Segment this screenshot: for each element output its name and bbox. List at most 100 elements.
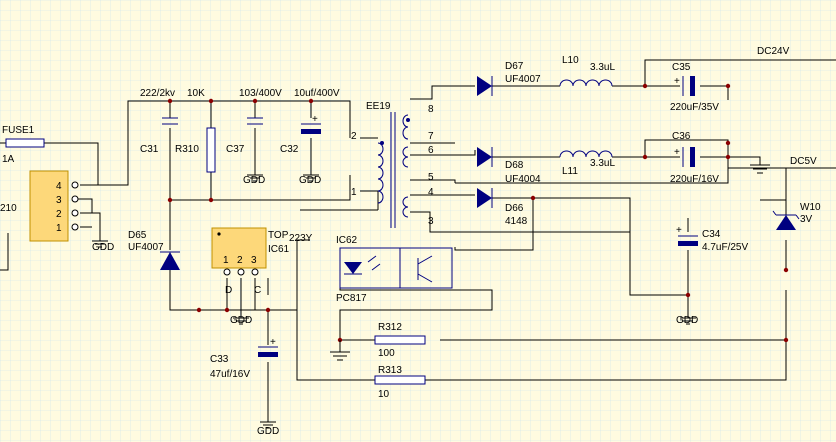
svg-text:GDD: GDD bbox=[243, 175, 265, 186]
c32-label: C32 bbox=[280, 144, 299, 155]
ground-c37: GDD bbox=[243, 174, 265, 186]
svg-text:5: 5 bbox=[428, 172, 434, 183]
c33-value: 47uf/16V bbox=[210, 369, 250, 380]
r313-label: R313 bbox=[378, 365, 402, 376]
c32-value: 10uf/400V bbox=[294, 88, 340, 99]
svg-text:GDD: GDD bbox=[92, 242, 114, 253]
ground-c32: GDD bbox=[299, 174, 321, 186]
d68-value: UF4004 bbox=[505, 174, 541, 185]
d66-label: D66 bbox=[505, 203, 524, 214]
r312-value: 100 bbox=[378, 348, 395, 359]
c36-label: C36 bbox=[672, 131, 691, 142]
c31-capacitor bbox=[162, 117, 178, 125]
svg-text:6: 6 bbox=[428, 145, 434, 156]
fuse-label: FUSE1 bbox=[2, 125, 35, 136]
pin-c-label: C bbox=[254, 285, 261, 296]
d67-value: UF4007 bbox=[505, 74, 541, 85]
c37-label: C37 bbox=[226, 144, 245, 155]
svg-text:GDD: GDD bbox=[257, 426, 279, 437]
r310-label: R310 bbox=[175, 144, 199, 155]
c35-capacitor: + bbox=[674, 76, 695, 96]
ground-ic61: GDD bbox=[230, 315, 252, 326]
svg-text:2: 2 bbox=[237, 255, 243, 266]
connector-pins: 4 3 2 1 bbox=[56, 181, 79, 234]
l11-inductor bbox=[559, 150, 613, 158]
d65-diode bbox=[160, 251, 180, 270]
d67-diode bbox=[477, 76, 493, 96]
svg-text:GDD: GDD bbox=[230, 315, 252, 326]
c31-label: C31 bbox=[140, 144, 159, 155]
d67-label: D67 bbox=[505, 61, 524, 72]
wires bbox=[0, 59, 836, 422]
d65-label: D65 bbox=[128, 230, 147, 241]
d66-value: 4148 bbox=[505, 216, 528, 227]
svg-text:+: + bbox=[676, 225, 682, 236]
svg-text:8: 8 bbox=[428, 104, 434, 115]
c35-value: 220uF/35V bbox=[670, 102, 719, 113]
ic61-top: TOP bbox=[268, 230, 289, 241]
c37-value: 103/400V bbox=[239, 88, 282, 99]
svg-text:2: 2 bbox=[351, 131, 357, 142]
fuse-symbol bbox=[5, 138, 45, 148]
c36-capacitor: + bbox=[674, 147, 695, 167]
l11-value: 3.3uL bbox=[590, 158, 615, 169]
c35-label: C35 bbox=[672, 62, 691, 73]
ground-r312 bbox=[330, 340, 350, 361]
c34-label: C34 bbox=[702, 229, 721, 240]
r310-value: 10K bbox=[187, 88, 205, 99]
ic62-pc817: IC62 PC817 bbox=[336, 235, 453, 304]
svg-text:+: + bbox=[674, 76, 680, 87]
svg-text:IC62: IC62 bbox=[336, 235, 358, 246]
l11-label: L11 bbox=[562, 166, 578, 177]
dc24v-label: DC24V bbox=[757, 46, 790, 57]
junctions bbox=[167, 83, 789, 343]
w10-value: 3V bbox=[800, 214, 813, 225]
c36-value: 220uF/16V bbox=[670, 174, 719, 185]
d65-value: UF4007 bbox=[128, 242, 164, 253]
svg-text:+: + bbox=[674, 147, 680, 158]
pin-d-label: D bbox=[225, 285, 232, 296]
svg-text:EE19: EE19 bbox=[366, 101, 391, 112]
svg-text:4: 4 bbox=[56, 181, 62, 192]
d68-diode bbox=[477, 147, 493, 167]
d66-diode bbox=[477, 188, 493, 208]
svg-text:+: + bbox=[270, 337, 276, 348]
l10-value: 3.3uL bbox=[590, 62, 615, 73]
input-connector bbox=[29, 170, 69, 242]
c32-capacitor: + bbox=[301, 114, 321, 134]
r312-label: R312 bbox=[378, 322, 402, 333]
ground-c33: GDD bbox=[257, 421, 279, 437]
connector-ref: 210 bbox=[0, 203, 17, 214]
r313-resistor bbox=[374, 375, 426, 385]
svg-text:PC817: PC817 bbox=[336, 293, 367, 304]
svg-text:1: 1 bbox=[223, 255, 229, 266]
ground-connector: GDD bbox=[92, 240, 114, 253]
svg-text:GDD: GDD bbox=[676, 315, 698, 326]
svg-text:3: 3 bbox=[251, 255, 257, 266]
transformer-ee19: EE19 8 7 6 5 4 3 2 1 bbox=[351, 101, 434, 228]
ic61-pins: 1 2 3 bbox=[217, 232, 259, 276]
svg-text:GDD: GDD bbox=[299, 175, 321, 186]
ground-c34: GDD bbox=[676, 315, 698, 326]
dc5v-label: DC5V bbox=[790, 156, 817, 167]
l10-inductor bbox=[559, 79, 613, 87]
w10-zener bbox=[772, 210, 800, 230]
l10-label: L10 bbox=[562, 55, 579, 66]
d68-label: D68 bbox=[505, 160, 524, 171]
w10-label: W10 bbox=[800, 202, 821, 213]
c34-value: 4.7uF/25V bbox=[702, 242, 748, 253]
svg-text:3: 3 bbox=[428, 216, 434, 227]
r310-resistor bbox=[206, 127, 216, 173]
svg-text:1: 1 bbox=[351, 187, 357, 198]
c33-label: C33 bbox=[210, 354, 229, 365]
c34-capacitor: + bbox=[676, 225, 698, 246]
svg-text:3: 3 bbox=[56, 195, 62, 206]
ic61-part: 223Y bbox=[289, 233, 313, 244]
svg-text:2: 2 bbox=[56, 209, 62, 220]
r313-value: 10 bbox=[378, 389, 390, 400]
ground-c36 bbox=[750, 164, 770, 174]
svg-text:7: 7 bbox=[428, 131, 434, 142]
ic61-label: IC61 bbox=[268, 244, 290, 255]
